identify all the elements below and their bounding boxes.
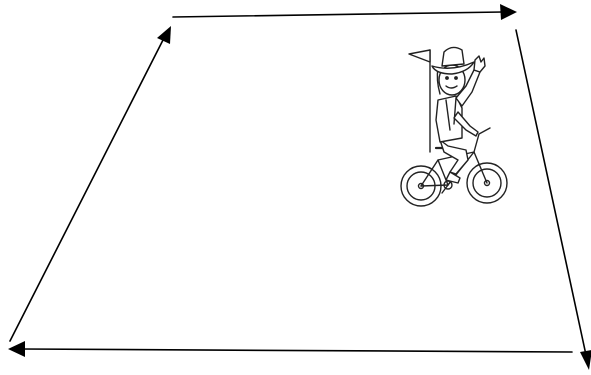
cyclist-icon <box>401 47 507 206</box>
right-edge-arrowhead <box>580 350 591 370</box>
right-edge-line <box>516 30 586 355</box>
bottom-edge-line <box>22 349 572 352</box>
left-edge-arrow <box>10 26 171 341</box>
left-edge-line <box>10 40 163 341</box>
top-edge-arrow <box>173 4 517 20</box>
left-edge-arrowhead <box>157 26 171 44</box>
right-edge-arrow <box>516 30 591 370</box>
rider-hat <box>432 47 474 74</box>
top-edge-line <box>173 12 503 17</box>
top-edge-arrowhead <box>500 4 517 20</box>
bottom-edge-arrow <box>8 341 572 357</box>
bottom-edge-arrowhead <box>8 341 25 357</box>
flag <box>409 50 430 62</box>
rider-hand <box>474 56 485 72</box>
